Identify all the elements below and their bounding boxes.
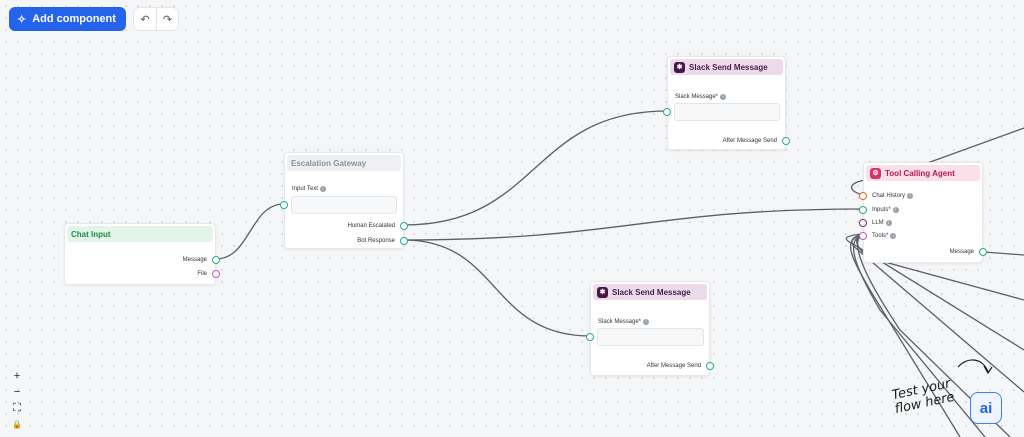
fit-view-icon[interactable]: ⛶ bbox=[13, 401, 21, 414]
node-header: ✱ Slack Send Message bbox=[593, 284, 707, 300]
input-port-slack-message[interactable] bbox=[663, 108, 671, 116]
edge-agent-top-out bbox=[921, 127, 1024, 166]
slack-icon: ✱ bbox=[674, 61, 685, 73]
input-port-chat-history[interactable] bbox=[859, 192, 867, 200]
zoom-out-icon[interactable]: − bbox=[13, 386, 21, 398]
input-label-tools: Tools*i bbox=[872, 233, 897, 239]
node-header: ✱ Slack Send Message bbox=[670, 59, 783, 75]
edge-bot-to-agent-inputs bbox=[403, 208, 864, 241]
input-label-slack-message-value: Slack Message* bbox=[675, 94, 719, 100]
node-title: Chat Input bbox=[71, 229, 111, 239]
info-icon: i bbox=[643, 319, 650, 325]
output-port-after-send[interactable] bbox=[782, 137, 790, 145]
input-label-text-value: Input Text bbox=[292, 186, 318, 192]
node-header: Escalation Gateway bbox=[287, 155, 401, 171]
info-icon: i bbox=[907, 193, 914, 199]
output-label-bot-response: Bot Response bbox=[357, 238, 395, 244]
input-text-field[interactable] bbox=[291, 196, 397, 214]
input-label-tools-value: Tools* bbox=[872, 233, 889, 239]
output-port-after-send[interactable] bbox=[706, 362, 714, 370]
slack-message-field[interactable] bbox=[597, 328, 704, 346]
edge-agent-message-out bbox=[983, 251, 1024, 256]
input-port-llm[interactable] bbox=[859, 219, 867, 227]
input-label-slack-message-value: Slack Message* bbox=[598, 319, 642, 325]
output-label-message: Message bbox=[182, 257, 207, 263]
input-label-slack-message: Slack Message*i bbox=[675, 94, 727, 100]
zoom-controls: + − ⛶ 🔒 bbox=[9, 368, 25, 432]
input-label-llm-value: LLM bbox=[872, 220, 884, 226]
edge-tools-3 bbox=[850, 233, 961, 437]
node-title: Slack Send Message bbox=[689, 62, 768, 72]
input-label-inputs: Inputs*i bbox=[872, 207, 899, 213]
info-icon: i bbox=[890, 233, 897, 239]
info-icon: i bbox=[720, 94, 727, 100]
info-icon: i bbox=[319, 186, 326, 192]
edge-bot-to-slack-bottom bbox=[403, 239, 591, 337]
sparkle-icon: ✧ bbox=[17, 13, 27, 26]
output-label-after-send: After Message Send bbox=[646, 363, 701, 369]
ai-assistant-button[interactable]: ai bbox=[970, 392, 1002, 424]
output-port-message[interactable] bbox=[212, 256, 220, 264]
output-port-human-escalated[interactable] bbox=[400, 222, 408, 230]
info-icon: i bbox=[892, 207, 899, 213]
output-label-after-send: After Message Send bbox=[722, 138, 777, 144]
node-header: ⚙ Tool Calling Agent bbox=[866, 165, 980, 181]
slack-send-message-node-top[interactable]: ✱ Slack Send Message Slack Message*i Aft… bbox=[663, 56, 790, 150]
agent-icon: ⚙ bbox=[870, 167, 881, 179]
add-component-label: Add component bbox=[32, 13, 116, 25]
input-port-text[interactable] bbox=[280, 201, 288, 209]
output-label-file: File bbox=[197, 271, 207, 277]
input-port-tools[interactable] bbox=[859, 232, 867, 240]
info-icon: i bbox=[885, 220, 892, 226]
output-label-human-escalated: Human Escalated bbox=[347, 223, 395, 229]
edge-escalated-to-slack-top bbox=[403, 110, 668, 226]
node-title: Tool Calling Agent bbox=[885, 168, 955, 178]
chat-input-node[interactable]: Chat Input Message File bbox=[64, 223, 220, 285]
hint-arrow bbox=[957, 359, 993, 375]
input-label-inputs-value: Inputs* bbox=[872, 207, 891, 213]
input-port-slack-message[interactable] bbox=[586, 333, 594, 341]
output-label-message: Message bbox=[949, 249, 974, 255]
lock-icon[interactable]: 🔒 bbox=[12, 419, 22, 429]
slack-send-message-node-bottom[interactable]: ✱ Slack Send Message Slack Message*i Aft… bbox=[586, 281, 714, 376]
edge-chat-to-gateway bbox=[215, 203, 285, 260]
input-label-chat-history-value: Chat History bbox=[872, 193, 906, 199]
slack-icon: ✱ bbox=[597, 286, 608, 298]
zoom-in-icon[interactable]: + bbox=[13, 370, 21, 382]
output-port-file[interactable] bbox=[212, 270, 220, 278]
node-header: Chat Input bbox=[67, 226, 213, 242]
undo-icon[interactable]: ↶ bbox=[140, 13, 150, 26]
output-port-message[interactable] bbox=[979, 248, 987, 256]
node-title: Escalation Gateway bbox=[291, 158, 367, 168]
node-title: Slack Send Message bbox=[612, 287, 691, 297]
redo-icon[interactable]: ↷ bbox=[155, 8, 178, 30]
slack-message-field[interactable] bbox=[674, 103, 780, 121]
add-component-button[interactable]: ✧ Add component bbox=[9, 7, 126, 31]
input-label-slack-message: Slack Message*i bbox=[598, 319, 650, 325]
input-port-inputs[interactable] bbox=[859, 206, 867, 214]
canvas-toolbar: ✧ Add component ↶ ↷ bbox=[9, 7, 179, 31]
history-controls: ↶ ↷ bbox=[132, 7, 179, 31]
output-port-bot-response[interactable] bbox=[400, 237, 408, 245]
